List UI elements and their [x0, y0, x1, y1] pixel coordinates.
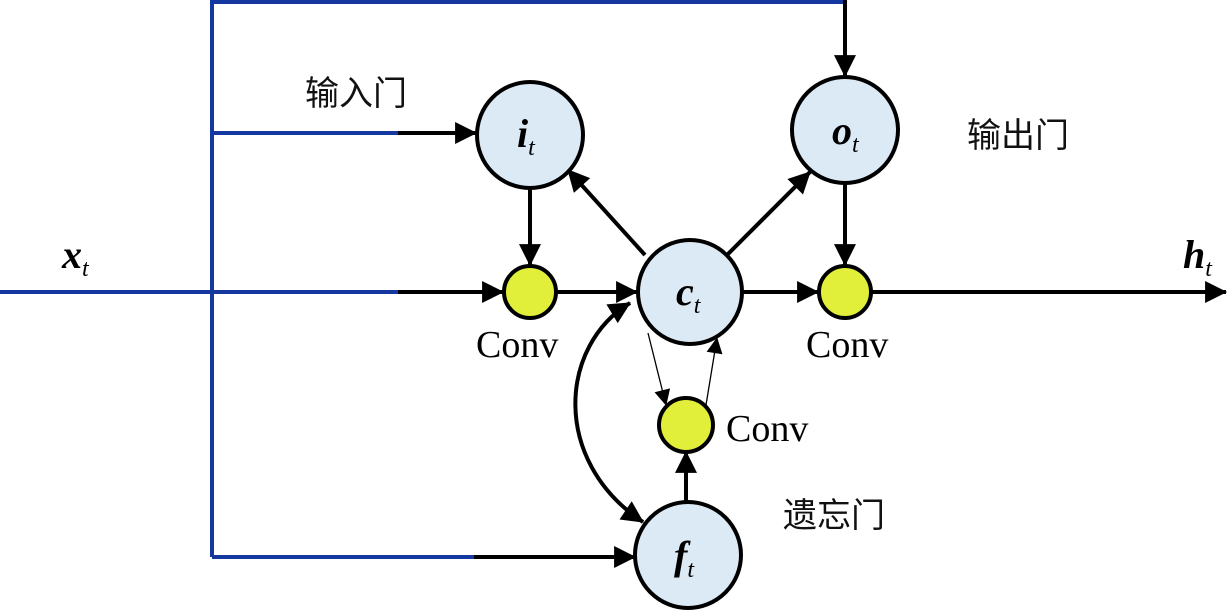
input-x-label: xt	[61, 232, 90, 282]
svg-text:ct: ct	[676, 269, 702, 319]
input-gate-sub: t	[528, 135, 536, 161]
conv-forget-label: Conv	[726, 408, 808, 450]
cell-state-circle	[636, 238, 744, 346]
conv-output-node: Conv	[806, 264, 888, 366]
cell-state-sub: t	[694, 293, 702, 319]
svg-text:ot: ot	[832, 108, 860, 158]
forget-gate-symbol: f	[674, 533, 691, 578]
output-h-sub: t	[1205, 256, 1213, 282]
conv-input-label: Conv	[476, 324, 558, 366]
arrow-cell-to-output-gate	[725, 170, 812, 257]
output-gate-circle	[790, 75, 900, 185]
input-x-symbol: x	[61, 232, 82, 277]
forget-gate-node: ft	[633, 500, 743, 610]
cell-state-symbol: c	[676, 269, 694, 314]
thin-arrows	[647, 332, 723, 406]
input-gate-name: 输入门	[305, 74, 407, 114]
conv-forget-circle	[657, 396, 715, 454]
svg-text:ft: ft	[674, 533, 695, 583]
conv-output-circle	[817, 264, 873, 320]
output-gate-sub: t	[852, 132, 860, 158]
arrow-cell-to-input-gate	[566, 168, 647, 257]
input-gate-circle	[475, 80, 585, 190]
x-branch-vertical	[210, 0, 845, 557]
input-gate-symbol: i	[517, 111, 528, 156]
output-h-label: ht	[1183, 232, 1213, 282]
forget-gate-circle	[633, 500, 743, 610]
arrow-cell-forget-curve	[573, 301, 645, 524]
output-gate-name: 输出门	[967, 116, 1069, 156]
input-gate-node: it	[475, 80, 585, 190]
output-h-symbol: h	[1183, 232, 1205, 277]
cell-state-node: ct	[636, 238, 744, 346]
arrow-cell-to-conv-forget	[647, 332, 671, 406]
arrow-conv-forget-to-cell	[705, 337, 723, 406]
input-lines	[0, 0, 845, 559]
output-gate-symbol: o	[832, 108, 852, 153]
input-x-sub: t	[82, 256, 90, 282]
forget-gate-sub: t	[687, 557, 695, 583]
conv-input-node: Conv	[476, 264, 558, 366]
svg-text:it: it	[517, 111, 536, 161]
conv-forget-node: Conv	[657, 396, 808, 454]
flow-arrows	[398, 0, 1228, 568]
conv-output-label: Conv	[806, 324, 888, 366]
conv-input-circle	[502, 264, 558, 320]
forget-gate-name: 遗忘门	[783, 496, 885, 536]
output-gate-node: ot	[790, 75, 900, 185]
